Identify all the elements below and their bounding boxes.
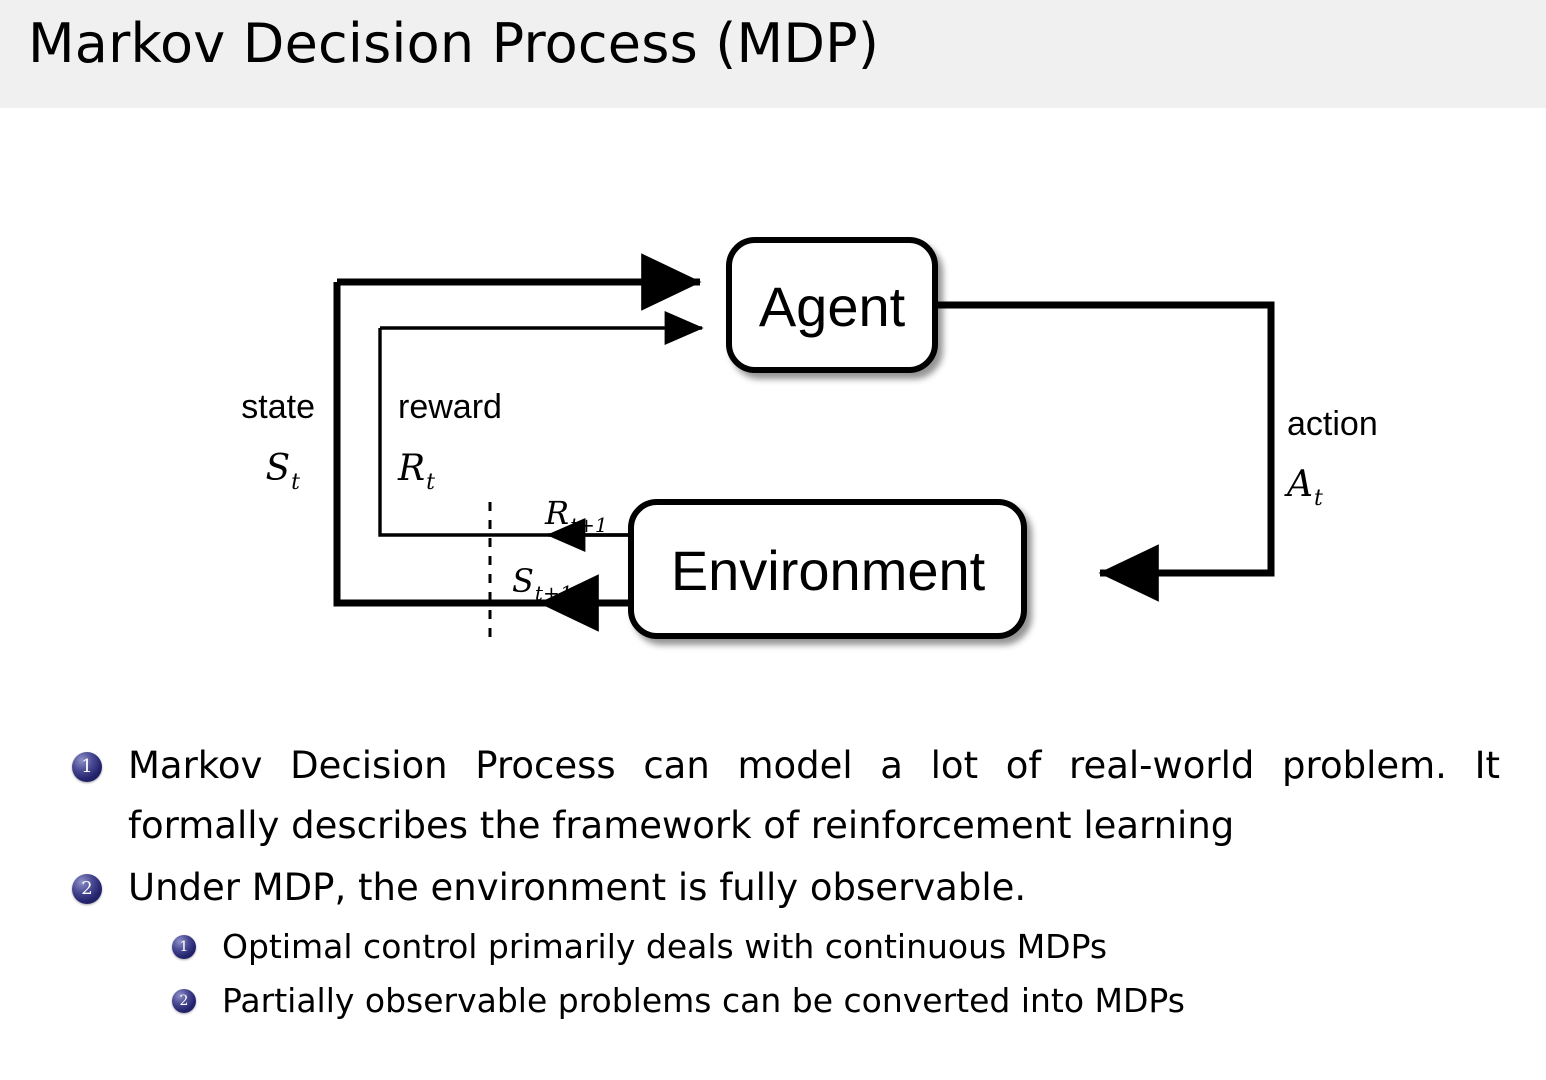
action-label-word: action: [1287, 405, 1378, 443]
reward-feedback-arrow: [378, 311, 704, 552]
bullet-marker-2: 2: [72, 874, 102, 904]
list-item: 1 Optimal control primarily deals with c…: [0, 920, 1546, 974]
reward-label-group: reward Rt: [397, 388, 502, 495]
sub-bullet-marker-2: 2: [172, 989, 196, 1013]
agent-node-label: Agent: [759, 275, 906, 338]
page-title: Markov Decision Process (MDP): [28, 12, 880, 75]
action-label-group: action At: [1284, 405, 1378, 511]
state-label-word: state: [241, 388, 315, 426]
state-label-symbol: St: [265, 448, 300, 495]
reward-label-word: reward: [398, 388, 502, 426]
action-arrow: [935, 301, 1275, 602]
list-item-text: Under MDP, the environment is fully obse…: [128, 866, 1027, 909]
sub-bullet-marker-1: 1: [172, 935, 196, 959]
sub-list-item-text: Partially observable problems can be con…: [222, 981, 1185, 1020]
action-label-symbol: At: [1284, 464, 1323, 511]
list-item: 2 Partially observable problems can be c…: [0, 974, 1546, 1028]
environment-node-label: Environment: [671, 539, 986, 602]
list-item-text: Markov Decision Process can model a lot …: [128, 744, 1500, 847]
state-label-group: state St: [241, 388, 315, 495]
slide-header-bar: Markov Decision Process (MDP): [0, 0, 1546, 108]
next-state-label: St+1: [512, 562, 572, 605]
mdp-agent-environment-diagram: Agent Environment state St reward Rt act…: [0, 130, 1546, 690]
agent-node: Agent: [726, 237, 938, 373]
bullet-list: 1 Markov Decision Process can model a lo…: [0, 736, 1546, 1028]
list-item: 2 Under MDP, the environment is fully ob…: [0, 858, 1546, 918]
next-reward-label: Rt+1: [544, 494, 608, 537]
sub-list-item-text: Optimal control primarily deals with con…: [222, 927, 1108, 966]
environment-node: Environment: [628, 499, 1027, 639]
list-item: 1 Markov Decision Process can model a lo…: [0, 736, 1546, 856]
state-feedback-arrow: [333, 253, 702, 632]
bullet-marker-1: 1: [72, 752, 102, 782]
reward-label-symbol: Rt: [397, 448, 435, 495]
